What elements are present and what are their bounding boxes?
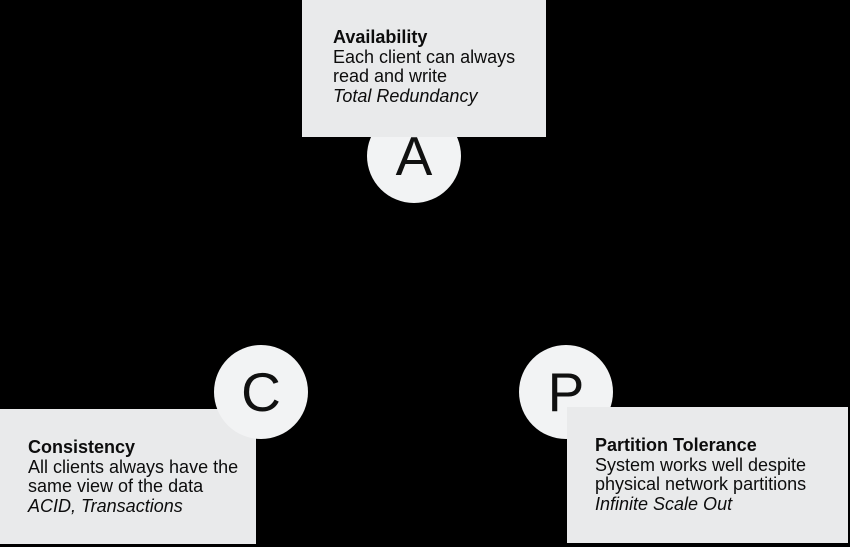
consistency-node-circle: C bbox=[214, 345, 308, 439]
consistency-tagline: ACID, Transactions bbox=[28, 495, 183, 516]
consistency-title: Consistency bbox=[28, 437, 136, 457]
availability-card: Availability Each client can always read… bbox=[302, 0, 546, 137]
availability-line-1: Each client can always bbox=[333, 46, 516, 67]
availability-tagline: Total Redundancy bbox=[333, 85, 478, 106]
partition-tolerance-card: Partition Tolerance System works well de… bbox=[567, 407, 848, 543]
partition-tolerance-title: Partition Tolerance bbox=[595, 435, 757, 455]
consistency-letter: C bbox=[241, 361, 281, 423]
availability-title: Availability bbox=[333, 27, 428, 47]
partition-tolerance-line-2: physical network partitions bbox=[595, 474, 807, 494]
partition-tolerance-tagline: Infinite Scale Out bbox=[595, 493, 733, 514]
consistency-card: Consistency All clients always have the … bbox=[0, 409, 256, 544]
consistency-line-1: All clients always have the bbox=[28, 456, 239, 477]
partition-tolerance-line-1: System works well despite bbox=[595, 454, 807, 475]
availability-line-2: read and write bbox=[333, 66, 448, 86]
consistency-line-2: same view of the data bbox=[28, 476, 204, 496]
